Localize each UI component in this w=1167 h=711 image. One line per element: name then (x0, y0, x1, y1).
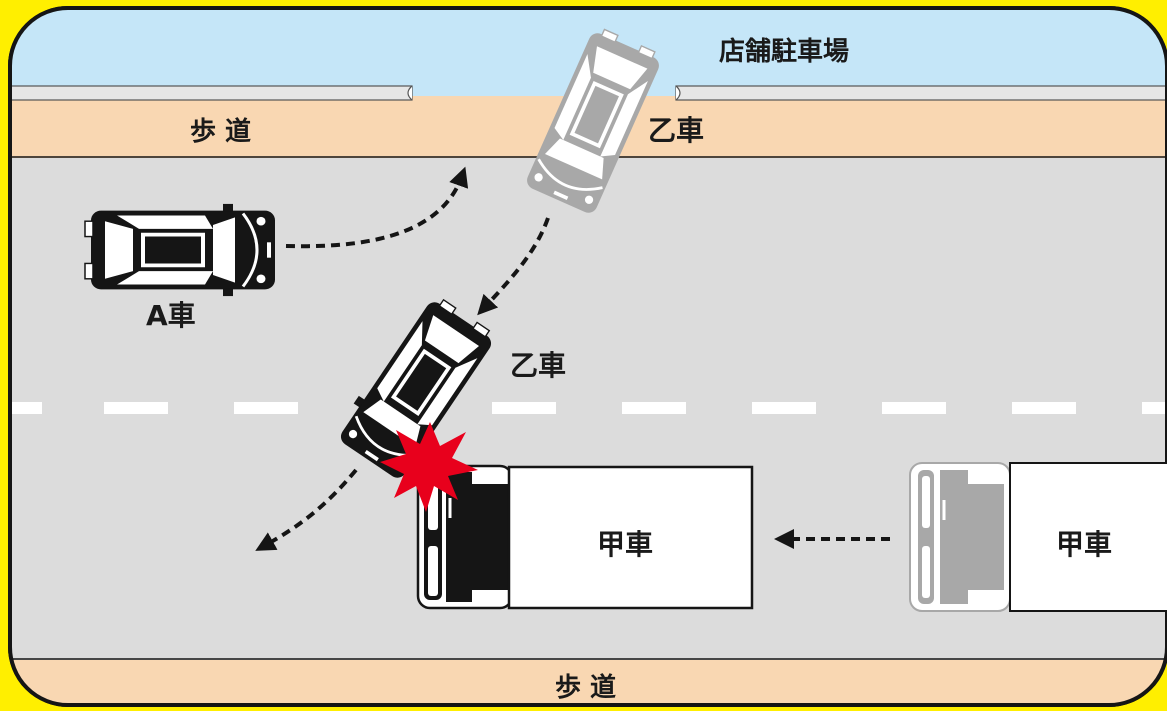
label-sidewalk-top: 歩 道 (190, 116, 251, 147)
label-truck-ko-before: 甲車 (1056, 528, 1112, 561)
truck-ko-after (416, 464, 754, 610)
label-car-a: A車 (146, 299, 196, 332)
label-car-otsu-before: 乙車 (648, 114, 704, 147)
truck-ko-before (909, 462, 1167, 612)
label-truck-ko-after: 甲車 (597, 528, 653, 561)
path-arrow-car-a (285, 166, 469, 249)
label-car-otsu-after: 乙車 (510, 349, 566, 382)
sidewalk-bottom (10, 660, 1167, 705)
path-arrow-car-otsu (477, 217, 550, 316)
curb-left (10, 85, 413, 101)
center-lane-line (10, 402, 1167, 414)
label-sidewalk-bottom: 歩 道 (555, 672, 616, 703)
collision-burst-icon (380, 422, 478, 512)
path-arrow-car-otsu-after (255, 468, 358, 551)
label-parking-lot: 店舗駐車場 (719, 37, 849, 67)
curb-right (675, 85, 1167, 101)
car-a (83, 201, 277, 299)
